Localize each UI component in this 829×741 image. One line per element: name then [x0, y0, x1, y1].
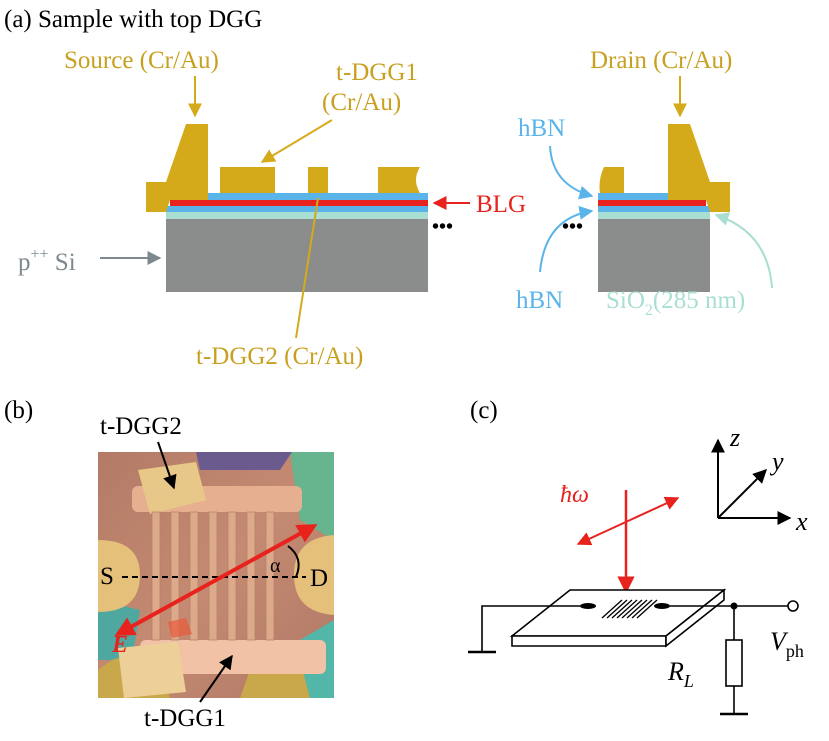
rl-label-sub: L [683, 671, 694, 691]
axes-icon [711, 438, 792, 525]
axis-z-label: z [729, 423, 740, 452]
sio2-arrow [714, 212, 773, 289]
photo-tdgg1-arrow [199, 654, 233, 703]
e-field-arrow [114, 524, 318, 636]
sio2-label-sub: 2 [645, 302, 653, 319]
alpha-arc [287, 545, 300, 578]
grating-line [616, 599, 638, 619]
alpha-label: α [270, 555, 281, 577]
load-resistor [725, 639, 743, 687]
vph-label: Vph [770, 627, 804, 661]
grating-line [636, 599, 658, 619]
tdgg-finger-1 [220, 167, 275, 193]
hbn-top-label: hBN [518, 115, 565, 142]
hbn-bottom-arrow [539, 205, 594, 273]
axis-y-label: y [769, 447, 784, 476]
tdgg-finger-2 [308, 167, 328, 193]
right-si-substrate [598, 218, 710, 292]
photo-bottom-gate-bar [140, 640, 326, 674]
grating-line [621, 599, 643, 619]
vph-label-sub: ph [786, 641, 804, 661]
right-hbn-bottom [598, 206, 710, 212]
tdgg1-label-line1: t-DGG1 [336, 59, 418, 86]
ellipsis-right: ••• [562, 216, 583, 238]
axis-y-line [717, 469, 767, 519]
contact-left [580, 603, 596, 609]
sample-plate-front [511, 635, 667, 647]
photo-purple-top [196, 452, 292, 470]
si-label-rest: Si [49, 249, 76, 276]
panel-b: (b) [4, 397, 334, 732]
e-label: E [111, 632, 128, 658]
rl-label: RL [667, 657, 694, 691]
d-label: D [310, 565, 328, 592]
s-label: S [100, 563, 114, 590]
tdgg2-pointer [295, 197, 319, 339]
tdgg-finger-3 [378, 167, 420, 193]
left-sio2-layer [166, 212, 428, 219]
hbn-bottom-label: hBN [516, 287, 563, 314]
panel-c-label: (c) [470, 397, 498, 424]
si-label: p++ Si [18, 246, 76, 276]
left-hbn-bottom [166, 206, 428, 212]
grating-line [631, 599, 653, 619]
right-blg-layer [598, 200, 706, 206]
source-label: Source (Cr/Au) [64, 47, 219, 74]
left-hbn-top [176, 193, 428, 200]
tdgg2-label: t-DGG2 (Cr/Au) [196, 343, 363, 370]
right-sio2-layer [598, 212, 710, 219]
drain-electrode [668, 124, 730, 212]
sio2-label: SiO2(285 nm) [606, 287, 745, 319]
grating-line [601, 599, 623, 619]
sample-grating [601, 599, 658, 619]
hbn-top-arrow [549, 145, 594, 200]
panel-a: (a) Sample with top DGG ••• ••• Source (… [4, 6, 773, 370]
grating-line [606, 599, 628, 619]
right-gate-stub [599, 167, 624, 193]
photo-tdgg1-label: t-DGG1 [144, 705, 226, 732]
grating-line [611, 599, 633, 619]
wire-left-ground [481, 605, 580, 652]
tdgg1-arrow [260, 119, 333, 163]
photo-tdgg2-label: t-DGG2 [100, 413, 182, 440]
photo-green-top-right [290, 452, 334, 540]
si-label-sup: ++ [31, 246, 49, 263]
si-label-base: p [18, 249, 31, 276]
vph-label-base: V [770, 627, 789, 656]
sio2-label-rest: (285 nm) [653, 287, 745, 314]
ellipsis-left: ••• [432, 216, 453, 238]
drain-label: Drain (Cr/Au) [590, 47, 732, 74]
polarization-arrow [576, 496, 680, 546]
panel-b-label: (b) [4, 397, 33, 424]
photo-tdgg2-arrow [157, 441, 177, 490]
contact-right [654, 603, 670, 609]
left-blg-layer [170, 200, 428, 206]
right-hbn-top [598, 193, 700, 200]
photon-label: ħω [560, 482, 589, 508]
panel-c: (c) z y x ħω [468, 397, 808, 716]
sio2-label-base: SiO [606, 287, 645, 314]
source-electrode [146, 124, 208, 212]
axis-x-label: x [795, 507, 808, 536]
grating-line [626, 599, 648, 619]
blg-label: BLG [476, 191, 526, 218]
vph-terminal [787, 600, 799, 612]
rl-label-base: R [667, 657, 684, 686]
left-si-substrate [166, 218, 428, 292]
photo-gate-pad-bottom-left [118, 642, 186, 698]
tdgg1-label-line2: (Cr/Au) [322, 89, 401, 116]
panel-a-title: (a) Sample with top DGG [4, 6, 262, 33]
